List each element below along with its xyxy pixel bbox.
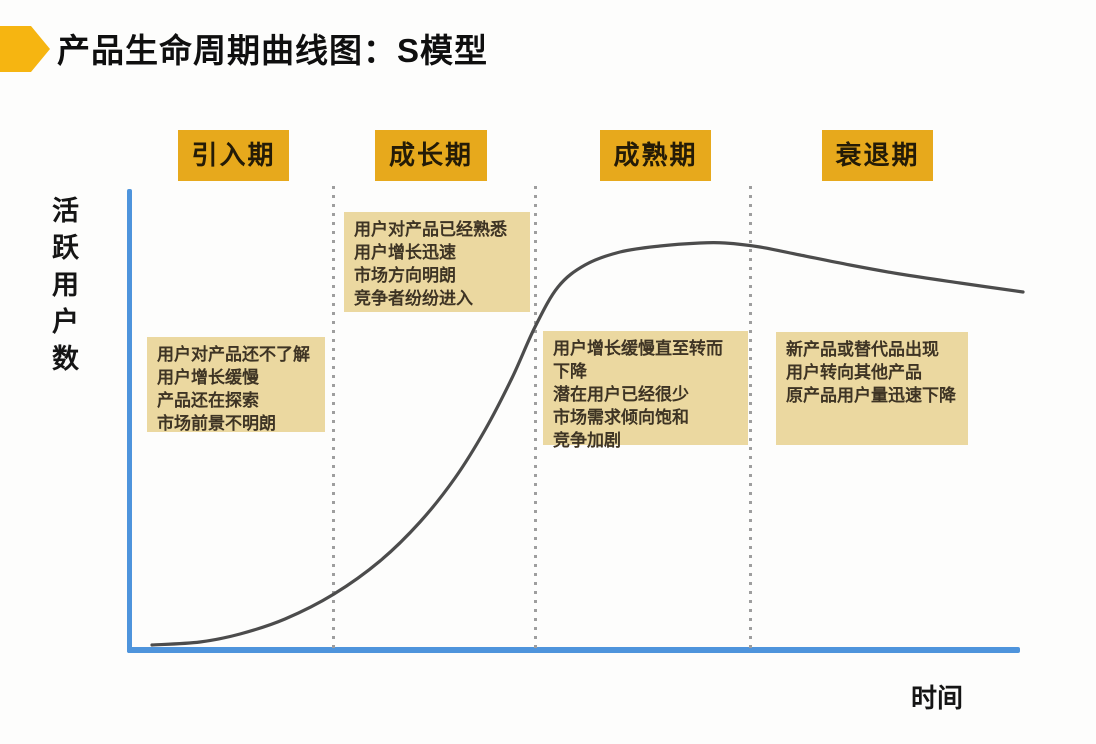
stage-label-decline: 衰退期 <box>822 130 933 181</box>
stage-label-maturity: 成熟期 <box>600 130 711 181</box>
y-axis-label: 活跃用户数 <box>48 196 78 381</box>
stage-note-decline: 新产品或替代品出现 用户转向其他产品 原产品用户量迅速下降 <box>776 332 968 445</box>
stage-note-maturity: 用户增长缓慢直至转而下降 潜在用户已经很少 市场需求倾向饱和 竞争加剧 <box>543 331 748 450</box>
page-title: 产品生命周期曲线图：S模型 <box>57 32 489 69</box>
stage-divider-1 <box>332 186 335 652</box>
stage-note-growth: 用户对产品已经熟悉 用户增长迅速 市场方向明朗 竞争者纷纷进入 <box>344 212 530 312</box>
stage-note-introduction: 用户对产品还不了解 用户增长缓慢 产品还在探索 市场前景不明朗 <box>147 337 325 433</box>
stage-divider-2 <box>534 186 537 652</box>
title-arrow-icon <box>0 26 50 72</box>
y-axis-line <box>127 189 132 653</box>
stage-label-growth: 成长期 <box>375 130 487 181</box>
x-axis-line <box>127 647 1020 653</box>
x-axis-label: 时间 <box>911 683 964 713</box>
stage-label-introduction: 引入期 <box>178 130 289 181</box>
stage-divider-3 <box>749 186 752 652</box>
